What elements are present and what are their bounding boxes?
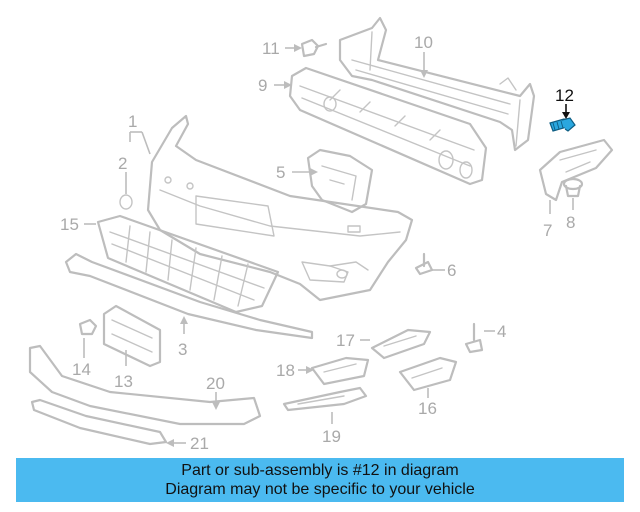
callout-13: 13 [114,372,133,391]
part-10-impact-bar [338,16,536,152]
callout-numbers: 1 2 3 4 5 6 7 8 9 10 11 12 13 14 15 16 1… [60,33,575,453]
part-4-screw [464,322,484,354]
callout-5: 5 [276,163,285,182]
part-12-bolt-highlighted[interactable] [549,117,576,132]
callout-4: 4 [497,322,506,341]
part-6-screw [414,252,434,276]
part-18-bezel [310,356,370,386]
callout-7: 7 [543,221,552,240]
callout-14: 14 [72,360,91,379]
callout-20: 20 [206,374,225,393]
callout-10: 10 [414,33,433,52]
banner-line-part-number: Part or sub-assembly is #12 in diagram [181,462,459,479]
part-15-lower-grille [96,214,280,314]
part-20-lower-valance [28,344,262,426]
part-13-license-plate-bracket [102,304,162,368]
callout-6: 6 [447,261,456,280]
callout-17: 17 [336,331,355,350]
callout-16: 16 [418,399,437,418]
callout-11: 11 [262,39,280,58]
callout-12-highlighted[interactable]: 12 [555,86,574,105]
callout-15: 15 [60,215,79,234]
callout-2: 2 [118,154,127,173]
part-17-bezel [370,328,432,360]
part-8-clip [562,177,584,198]
part-9-energy-absorber [288,66,488,186]
callout-8: 8 [566,213,575,232]
leader-lines [83,44,574,447]
part-19-trim-strip [282,386,368,412]
callout-21: 21 [190,434,209,453]
part-3-lower-trim [64,252,314,340]
callout-3: 3 [178,340,187,359]
part-14-clip [78,318,98,336]
callout-18: 18 [276,361,295,380]
part-16-trim [398,356,458,392]
callout-19: 19 [322,427,341,446]
callout-9: 9 [258,76,267,95]
callout-1: 1 [128,112,137,131]
part-7-side-bracket [538,138,614,202]
part-11-bolt [300,38,328,58]
part-21-lower-strip [30,398,168,446]
banner-line-disclaimer: Diagram may not be specific to your vehi… [165,481,475,498]
part-1-bumper-cover [146,114,414,302]
part-5-bracket [306,148,374,214]
part-info-banner: Part or sub-assembly is #12 in diagram D… [16,458,624,502]
